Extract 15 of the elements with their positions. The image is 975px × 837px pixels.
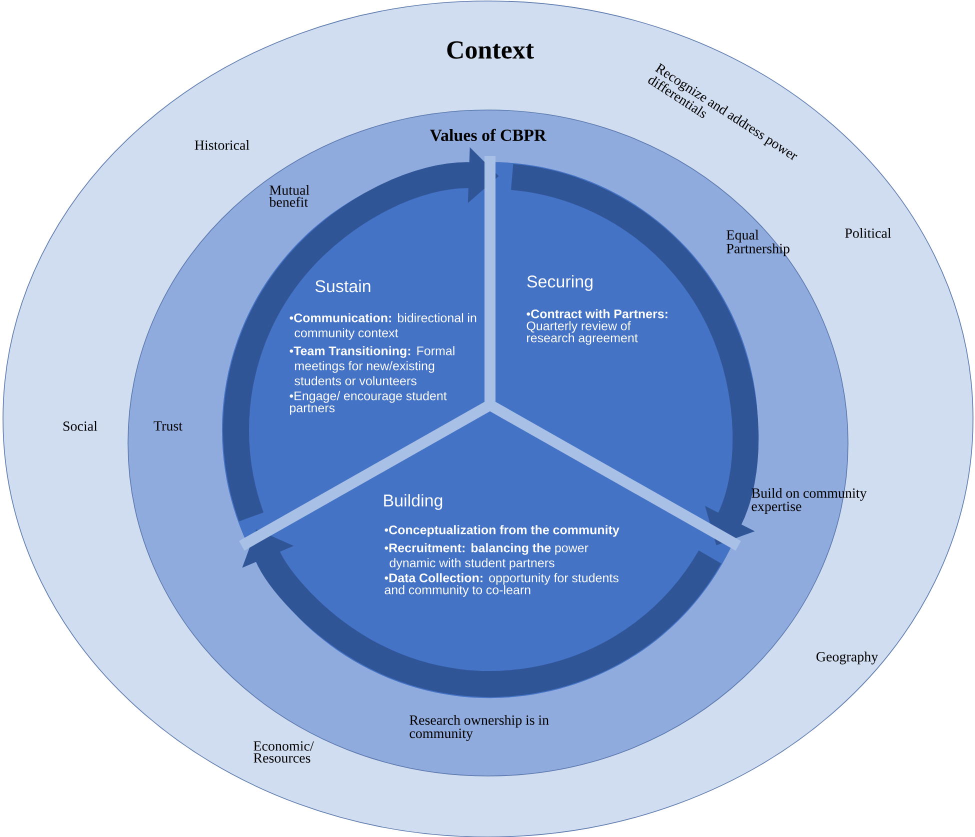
context-factor-label: Political — [845, 228, 892, 238]
context-factor-label: Economic/ Resources — [254, 741, 314, 763]
node-label: •Communication: bidirectional in community context — [290, 313, 476, 340]
value-label: Trust — [154, 421, 182, 431]
context-factor-label: Historical — [194, 140, 250, 150]
node-label: •Contract with Partners: Quarterly review of research agreement — [526, 309, 668, 345]
value-label: Mutual benefit — [269, 185, 310, 207]
context-factor-label: Social — [63, 421, 98, 431]
node-label: Building — [384, 494, 442, 510]
node-label: •Data Collection: opportunity for students and community to co-learn — [384, 573, 618, 597]
context-factor-label: Geography — [816, 652, 878, 664]
node-label: •Team Transitioning: Formal meetings for new/existing students or volunteers — [290, 346, 454, 386]
value-label: Research ownership is in community — [410, 714, 549, 741]
node-label: Sustain — [315, 280, 370, 292]
node-label: Securing — [527, 275, 592, 291]
